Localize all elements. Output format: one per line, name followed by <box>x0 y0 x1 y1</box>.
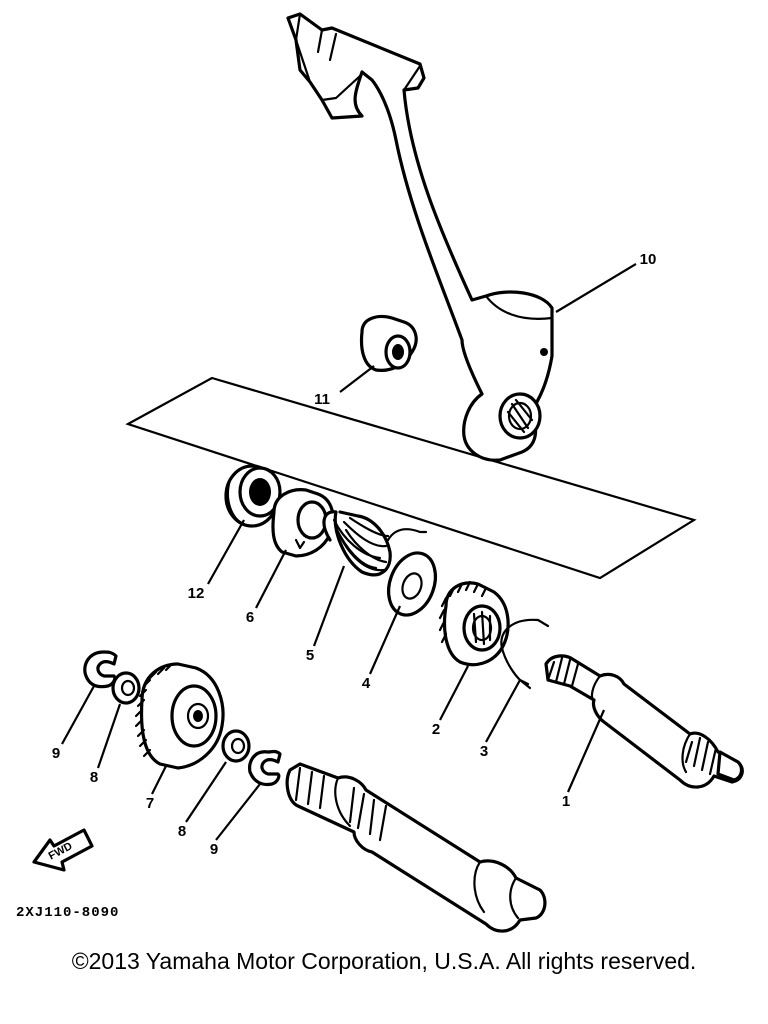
callout-3: 3 <box>480 743 488 760</box>
callout-11: 11 <box>314 391 330 408</box>
callout-1: 1 <box>562 793 570 810</box>
callout-2: 2 <box>432 721 440 738</box>
callout-8-right: 8 <box>178 823 186 840</box>
copyright-notice: ©2013 Yamaha Motor Corporation, U.S.A. A… <box>71 948 697 974</box>
kick-crank-arm[interactable] <box>286 12 554 462</box>
kick-gear-2[interactable] <box>438 580 510 667</box>
kick-axle-1[interactable] <box>544 654 744 789</box>
oil-seal-12[interactable] <box>224 464 282 528</box>
assembly-plane-outline <box>125 376 697 580</box>
callout-10: 10 <box>640 251 657 268</box>
callout-8-left: 8 <box>90 769 98 786</box>
clip-3[interactable] <box>500 618 550 690</box>
washer-8-right[interactable] <box>221 729 251 763</box>
idle-gear-7[interactable] <box>134 662 225 770</box>
idle-shaft[interactable] <box>285 762 547 933</box>
callout-9-right: 9 <box>210 841 218 858</box>
callout-9-left: 9 <box>52 745 60 762</box>
circlip-9-right[interactable] <box>248 749 282 787</box>
forward-direction-arrow: FWD <box>32 828 94 872</box>
callout-5: 5 <box>306 647 314 664</box>
callout-6: 6 <box>246 609 254 626</box>
circlip-9-left[interactable] <box>83 650 118 689</box>
callout-7: 7 <box>146 795 154 812</box>
washer-8-left[interactable] <box>111 671 141 705</box>
diagram-code: 2XJ110-8090 <box>16 905 119 921</box>
callout-12: 12 <box>188 585 205 602</box>
washer-4[interactable] <box>380 546 443 621</box>
callout-4: 4 <box>362 675 371 692</box>
torsion-spring-5[interactable] <box>322 510 428 577</box>
spring-cover-6[interactable] <box>271 488 335 558</box>
leader-lines <box>61 263 637 841</box>
callout-labels: 10 11 12 6 5 4 2 3 1 9 8 7 8 9 <box>52 251 657 858</box>
bushing-11[interactable] <box>359 314 418 372</box>
